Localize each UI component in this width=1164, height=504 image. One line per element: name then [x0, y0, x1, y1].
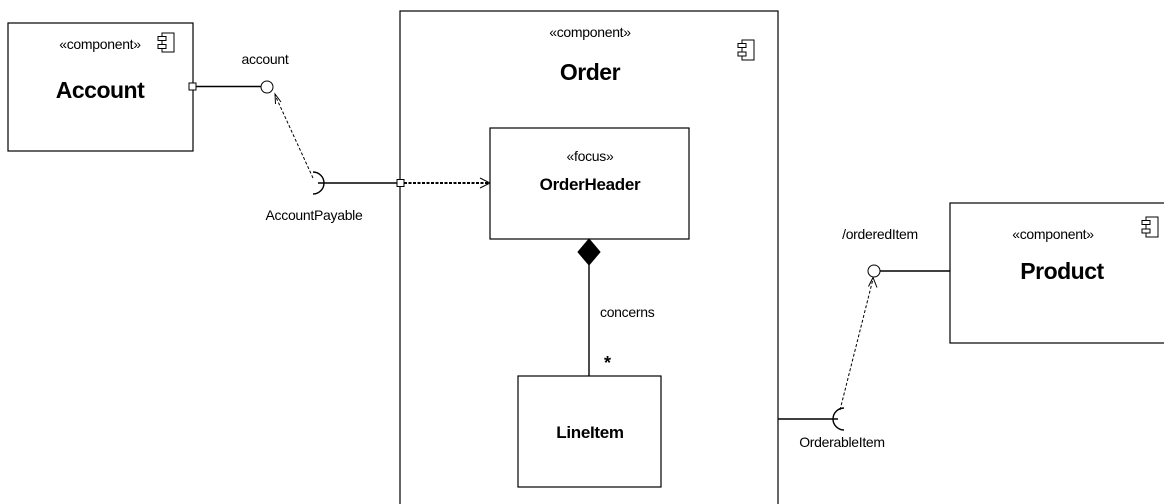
order-stereotype: «component»	[549, 24, 631, 40]
ordered-item-label: /orderedItem	[842, 226, 918, 242]
account-interface-label: account	[242, 51, 289, 67]
line-item-name: LineItem	[556, 423, 624, 442]
component-icon	[1141, 216, 1159, 238]
product-component[interactable]: «component» Product	[949, 202, 1164, 344]
orderable-item-label: OrderableItem	[799, 434, 885, 450]
account-name: Account	[56, 77, 145, 103]
line-item-part[interactable]: LineItem	[517, 375, 662, 488]
account-port[interactable]	[188, 82, 197, 91]
account-component[interactable]: «component» Account	[7, 22, 194, 152]
account-payable-label: AccountPayable	[266, 207, 363, 223]
order-header-part[interactable]: «focus» OrderHeader	[489, 127, 690, 240]
order-account-port[interactable]	[396, 179, 405, 187]
ordered-item-dependency	[839, 278, 874, 411]
ordered-item-dependency-arrowhead	[868, 276, 878, 288]
account-dependency	[274, 94, 314, 179]
product-stereotype: «component»	[1012, 226, 1094, 242]
ordered-item-provided-interface[interactable]	[867, 264, 881, 278]
account-dependency-arrowhead	[274, 92, 282, 105]
product-name: Product	[1020, 258, 1104, 284]
composition-multiplicity: *	[604, 353, 611, 373]
order-name: Order	[560, 59, 621, 85]
account-provided-interface[interactable]	[260, 80, 274, 94]
composition-label: concerns	[600, 304, 655, 320]
component-icon	[737, 39, 755, 61]
account-stereotype: «component»	[59, 36, 141, 52]
order-header-stereotype: «focus»	[567, 148, 614, 164]
order-header-name: OrderHeader	[540, 175, 641, 194]
component-icon	[157, 32, 175, 53]
